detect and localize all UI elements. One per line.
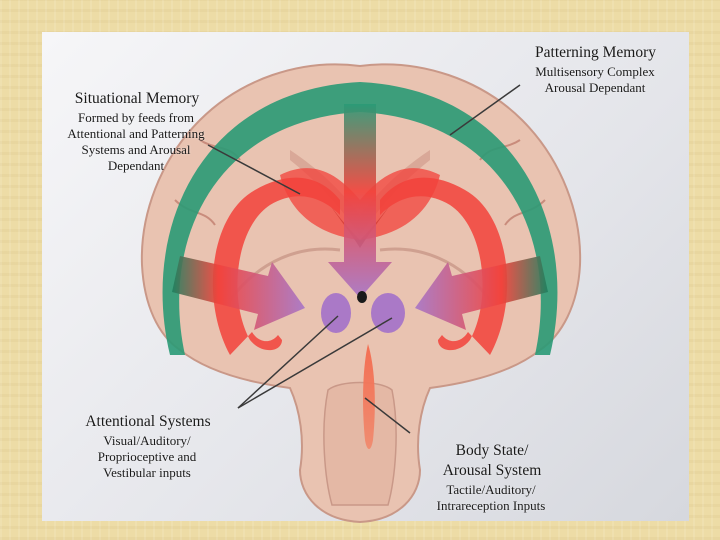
body-state-title-line: Arousal System (424, 461, 560, 481)
attentional-desc-line: Vestibular inputs (72, 465, 222, 481)
patterning-desc-line: Multisensory Complex (522, 64, 668, 80)
patterning-memory-description: Multisensory Complex Arousal Dependant (522, 64, 668, 96)
situational-desc-line: Attentional and Patterning (50, 126, 222, 142)
midline-dark-spot (357, 291, 367, 303)
attentional-desc-line: Visual/Auditory/ (72, 433, 222, 449)
body-state-title-line: Body State/ (424, 441, 560, 461)
patterning-memory-title: Patterning Memory (518, 44, 673, 62)
situational-desc-line: Dependant (50, 158, 222, 174)
situational-memory-title: Situational Memory (58, 90, 216, 108)
body-state-description: Tactile/Auditory/ Intrareception Inputs (420, 482, 562, 514)
situational-memory-description: Formed by feeds from Attentional and Pat… (50, 110, 222, 174)
attentional-desc-line: Proprioceptive and (72, 449, 222, 465)
attentional-systems-title: Attentional Systems (68, 413, 228, 431)
attentional-systems-description: Visual/Auditory/ Proprioceptive and Vest… (72, 433, 222, 481)
situational-desc-line: Formed by feeds from (50, 110, 222, 126)
body-state-desc-line: Tactile/Auditory/ (420, 482, 562, 498)
situational-desc-line: Systems and Arousal (50, 142, 222, 158)
patterning-desc-line: Arousal Dependant (522, 80, 668, 96)
body-state-title: Body State/ Arousal System (424, 441, 560, 481)
body-state-desc-line: Intrareception Inputs (420, 498, 562, 514)
